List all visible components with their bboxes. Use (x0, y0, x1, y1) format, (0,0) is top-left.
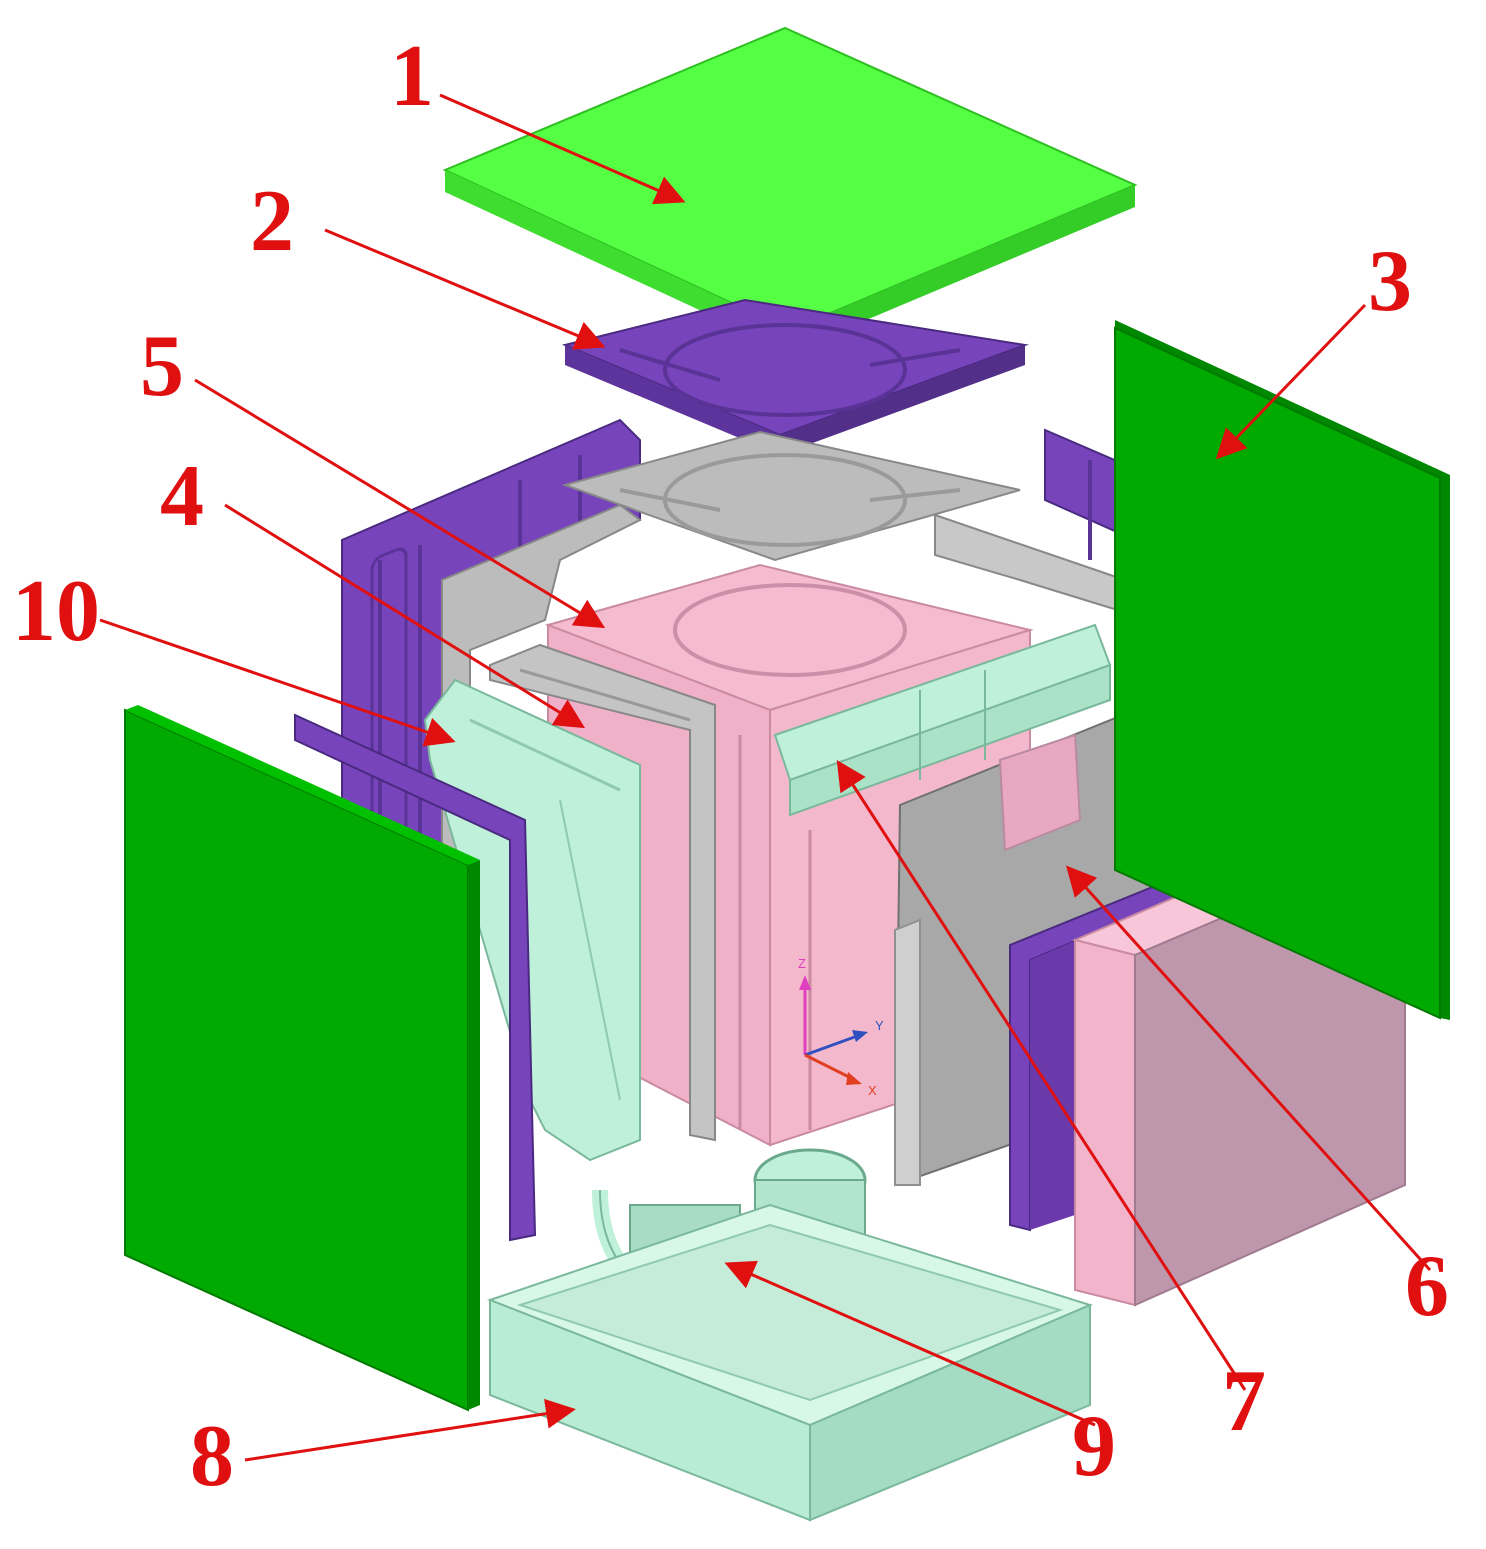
leader-arrow-5 (194, 378, 606, 629)
callout-label-8: 8 (190, 1408, 234, 1505)
front-left-green-panel (124, 705, 480, 1412)
leader-arrow-1 (439, 93, 686, 205)
top-green-plate (442, 26, 1138, 352)
axis-y-label: Y (875, 1018, 884, 1033)
bottom-tray (487, 1203, 1093, 1522)
leader-arrow-4 (224, 503, 586, 729)
leader-arrow-6 (1065, 865, 1432, 1272)
callout-label-9: 9 (1072, 1398, 1116, 1495)
leader-arrow-3 (1215, 303, 1367, 460)
callout-label-4: 4 (160, 448, 204, 545)
callout-arrows (99, 93, 1432, 1462)
leader-arrow-2 (324, 228, 606, 350)
axis-x-label: X (868, 1083, 877, 1098)
top-purple-insulation (561, 298, 1029, 455)
axis-z-label: Z (798, 956, 806, 971)
mint-top-bar (773, 623, 1112, 817)
leader-arrow-8 (244, 1398, 576, 1462)
top-gray-sheet (561, 430, 1021, 562)
leader-arrow-10 (99, 618, 456, 747)
coordinate-axes: Z Y X (798, 956, 884, 1098)
callout-label-10: 10 (12, 563, 100, 660)
callout-label-1: 1 (390, 28, 434, 125)
callout-label-3: 3 (1368, 233, 1412, 330)
back-right-green-panel (1114, 320, 1450, 1020)
leader-arrow-9 (724, 1260, 1096, 1427)
front-left-purple-panel (294, 713, 537, 1242)
callout-label-6: 6 (1405, 1238, 1449, 1335)
callout-label-5: 5 (140, 318, 184, 415)
callout-numbers: 1 2 3 4 5 6 7 8 9 10 (12, 28, 1449, 1505)
callout-label-7: 7 (1222, 1353, 1266, 1450)
callout-label-2: 2 (250, 173, 294, 270)
leader-arrow-7 (836, 759, 1247, 1391)
